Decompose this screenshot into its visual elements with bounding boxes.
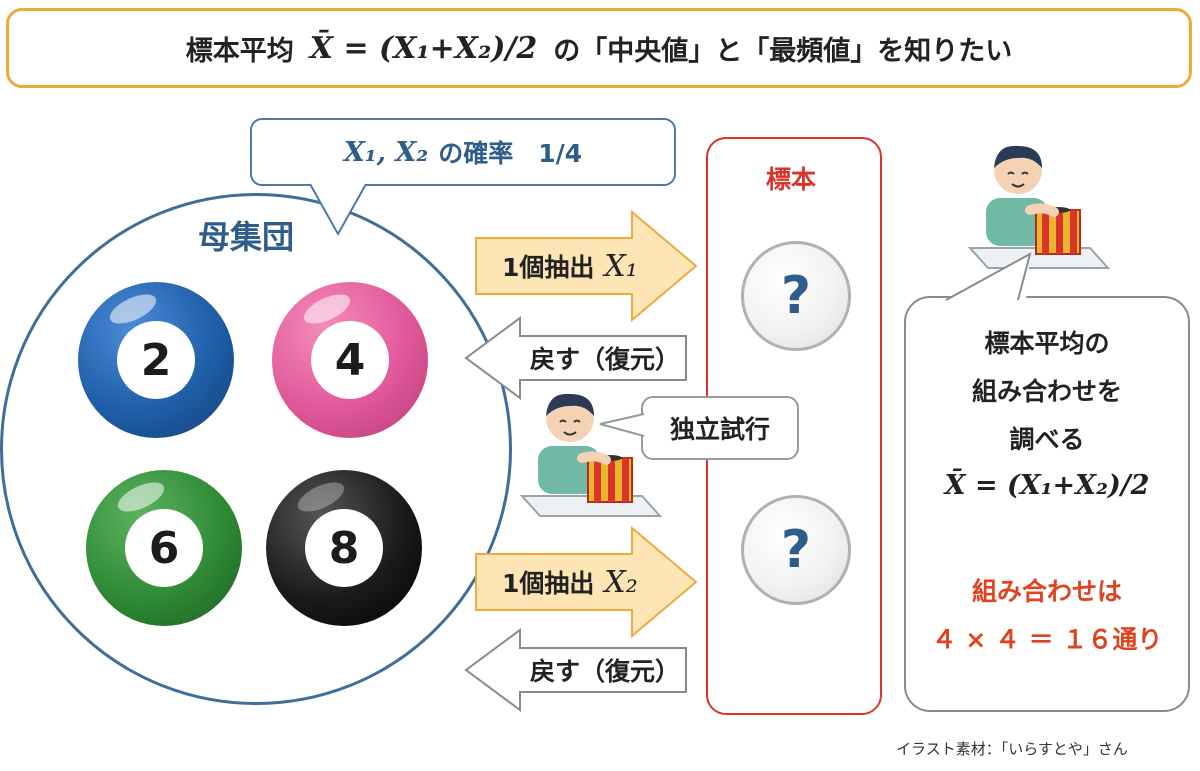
unknown-ball-2: ?	[741, 495, 851, 605]
arrow-right-shape	[475, 210, 698, 322]
draw-arrow-2: 1個抽出 X₂	[474, 526, 700, 638]
explanation-formula: X̄ = (X₁+X₂)/2	[904, 470, 1190, 501]
draw-arrow-1: 1個抽出 X₁	[474, 210, 700, 322]
return-label-1: 戻す（復元）	[530, 345, 681, 374]
population-circle	[0, 193, 512, 705]
title-formula: X̄ = (X₁+X₂)/2	[309, 30, 538, 66]
population-label: 母集団	[198, 218, 295, 256]
ball-8: 8	[266, 470, 422, 626]
ball-4: 4	[272, 282, 428, 438]
draw-var-2: X₂	[604, 565, 638, 600]
ball-6: 6	[86, 470, 242, 626]
ball-number: 6	[125, 509, 203, 587]
arrow-left-shape	[464, 316, 687, 400]
illustration-credit: イラスト素材：「いらすとや」さん	[896, 740, 1128, 758]
explanation-callout-tail	[945, 252, 1032, 301]
independent-trial-callout: 独立試行	[641, 396, 799, 460]
ball-number: 2	[117, 321, 195, 399]
draw-label-1: 1個抽出	[502, 253, 595, 282]
result-value: ４ × ４ ＝ １６通り	[931, 625, 1163, 654]
probability-callout: X₁, X₂ の確率 1/4	[250, 118, 676, 186]
sample-label: 標本	[766, 165, 817, 194]
return-label-2: 戻す（復元）	[530, 657, 681, 686]
probability-text: の確率 1/4	[438, 139, 583, 168]
arrow-right-shape	[475, 526, 698, 638]
explanation-line-1: 標本平均の	[984, 329, 1110, 358]
title-banner: 標本平均 X̄ = (X₁+X₂)/2 の「中央値」と「最頻値」を知りたい	[6, 8, 1192, 88]
person-drawing-icon	[519, 393, 663, 517]
arrow-left-shape	[464, 628, 687, 712]
unknown-ball-1: ?	[741, 241, 851, 351]
explanation-line-3: 調べる	[1009, 425, 1085, 454]
ball-2: 2	[78, 282, 234, 438]
probability-vars: X₁, X₂	[343, 136, 429, 168]
trial-callout-tail	[599, 413, 645, 437]
ball-number: 8	[305, 509, 383, 587]
return-arrow-2: 戻す（復元）	[464, 628, 690, 712]
title-prefix: 標本平均	[185, 35, 294, 67]
person-drawing-icon	[967, 145, 1111, 269]
callout-tail	[309, 182, 367, 237]
draw-var-1: X₁	[604, 249, 638, 284]
explanation-formula-text: X̄ = (X₁+X₂)/2	[944, 470, 1150, 501]
ball-number: 4	[311, 321, 389, 399]
title-suffix: の「中央値」と「最頻値」を知りたい	[553, 35, 1013, 67]
question-mark: ?	[780, 520, 812, 580]
return-arrow-1: 戻す（復元）	[464, 316, 690, 400]
question-mark: ?	[780, 266, 812, 326]
draw-label-2: 1個抽出	[502, 569, 595, 598]
explanation-box	[904, 296, 1190, 712]
explanation-line-2: 組み合わせを	[971, 377, 1122, 406]
result-title: 組み合わせは	[971, 577, 1122, 606]
